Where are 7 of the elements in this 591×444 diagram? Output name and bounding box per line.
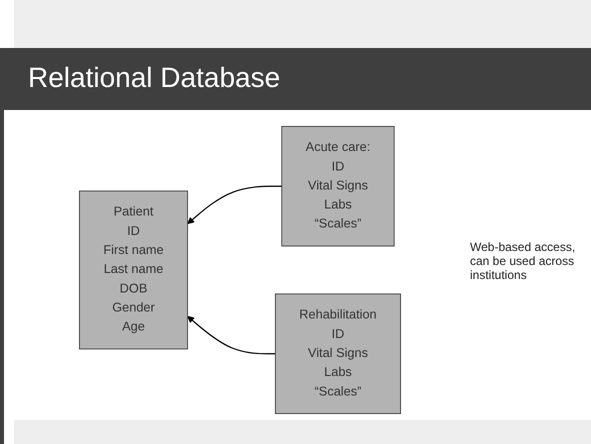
arrow	[187, 186, 282, 224]
note-text: Web-based access, can be used across institutions	[470, 240, 576, 282]
node-box: Patient ID First name Last name DOB Gender Age	[79, 190, 188, 350]
node-box: Acute care: ID Vital Signs Labs “Scales”	[281, 126, 395, 246]
node-box: Rehabilitation ID Vital Signs Labs “Scales”	[274, 294, 401, 414]
slide-title: Relational Database	[28, 62, 280, 94]
arrow	[187, 316, 276, 354]
